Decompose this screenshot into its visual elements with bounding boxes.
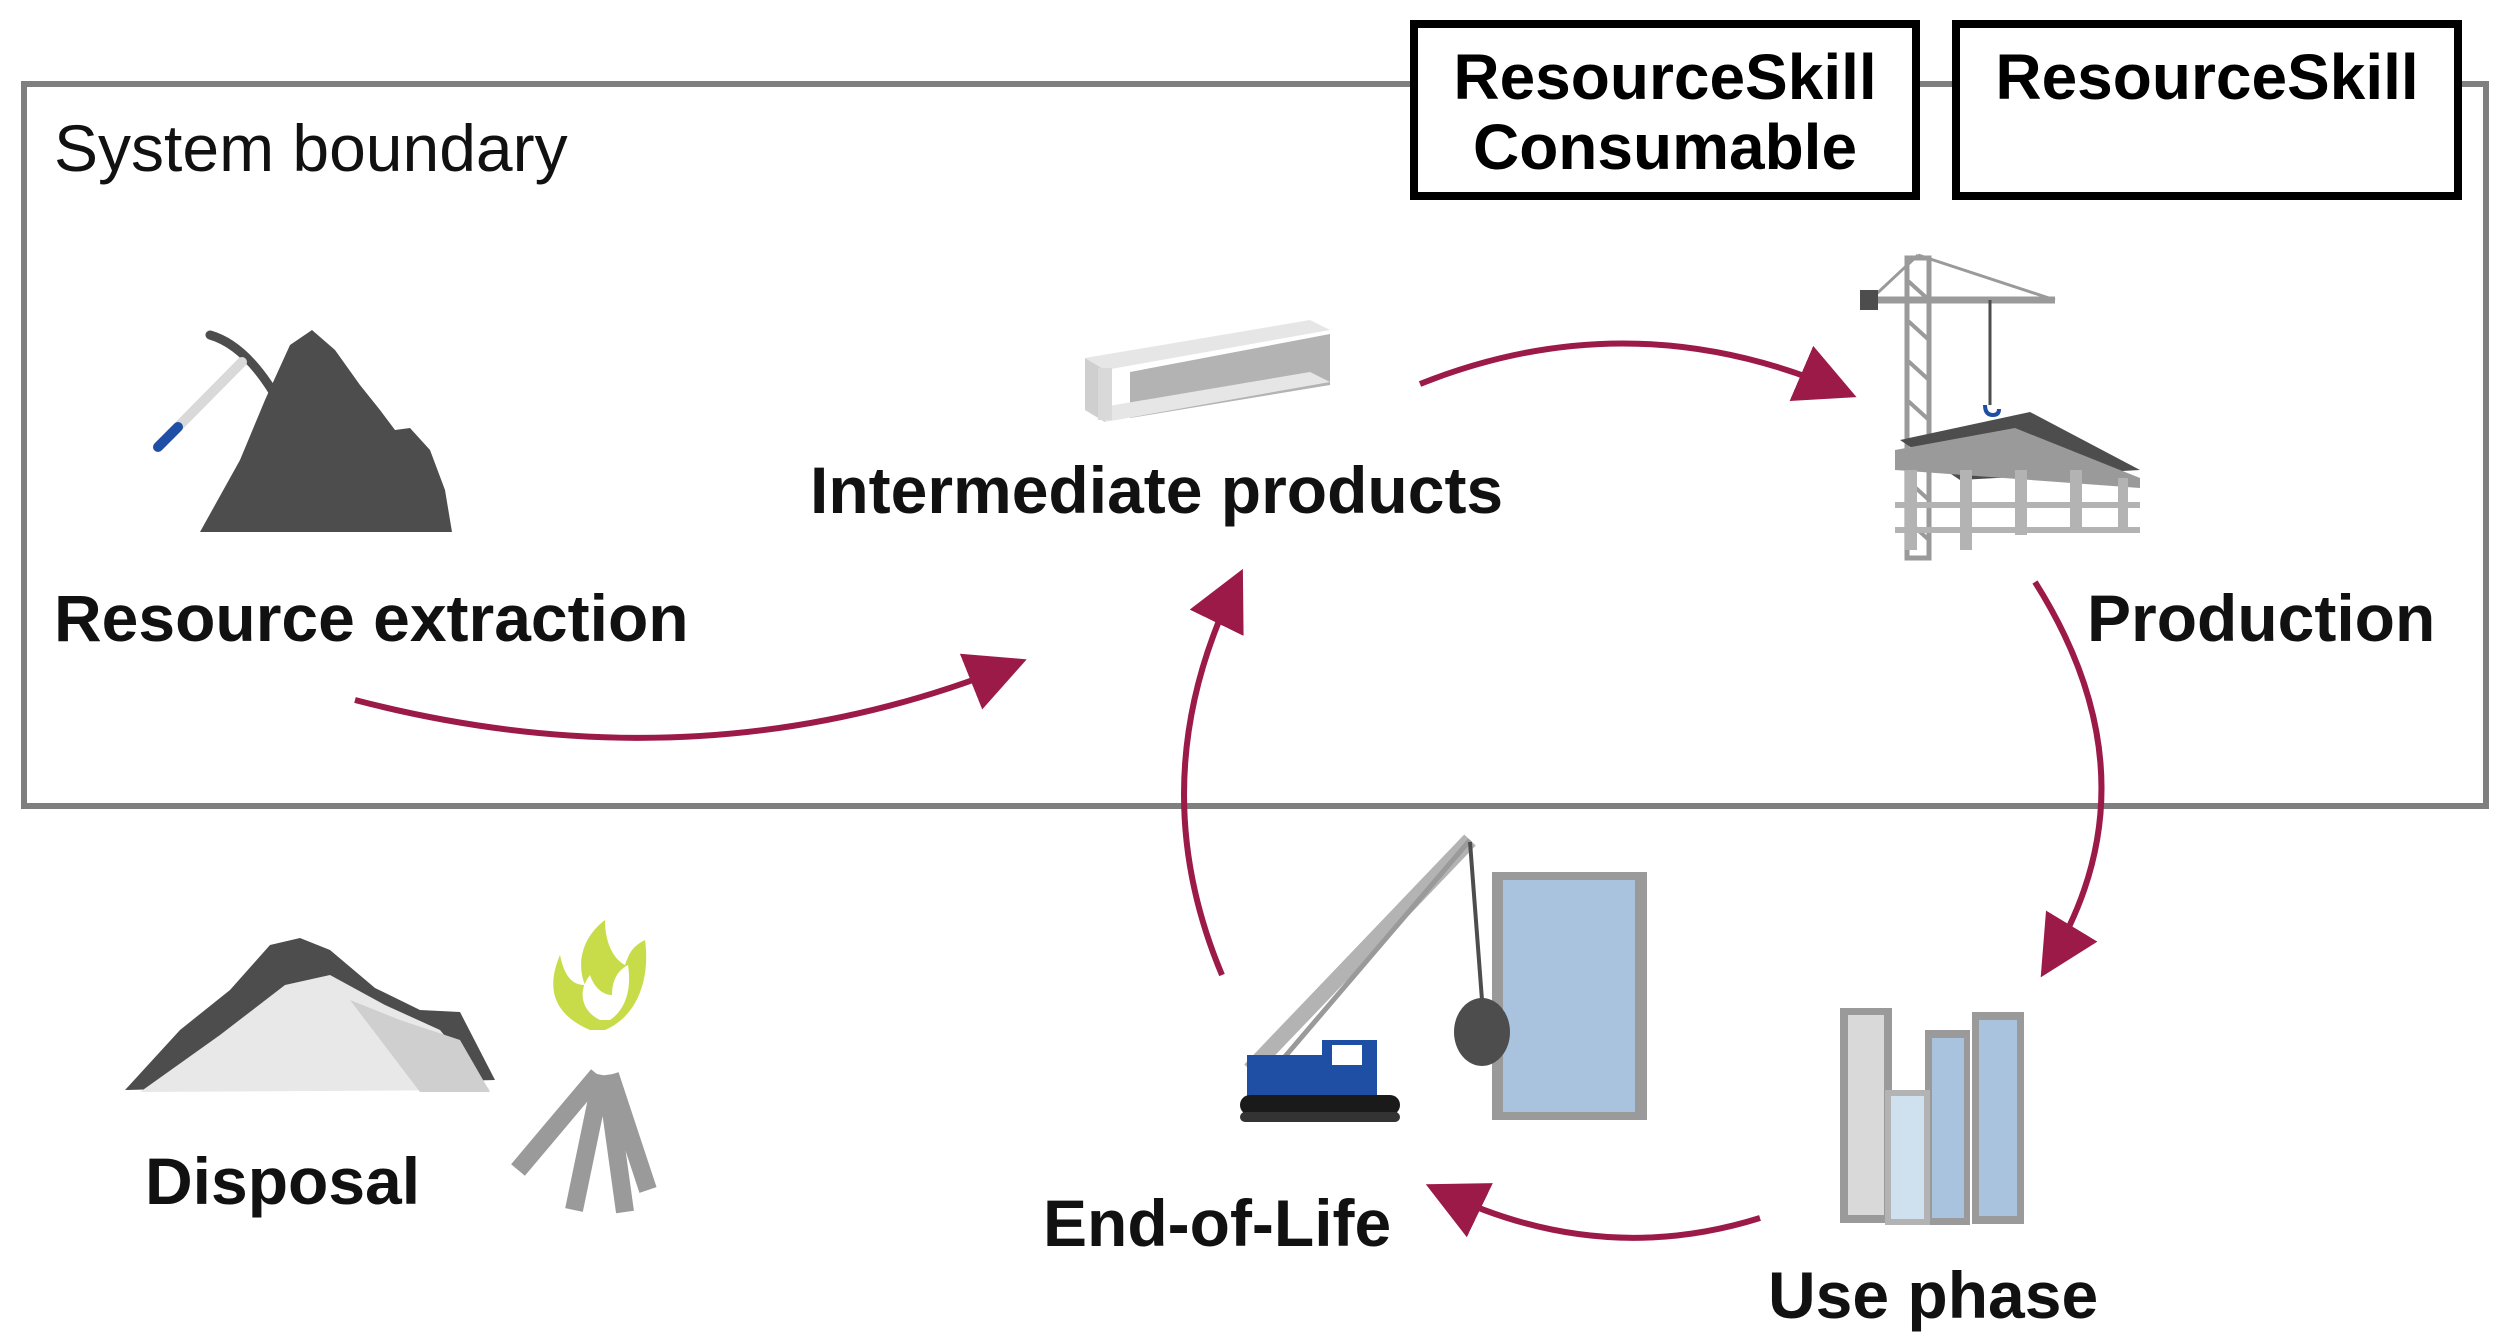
- office-buildings-icon: [1840, 1008, 2024, 1225]
- arrow-production-to-use: [2032, 580, 2105, 978]
- steel-beam-icon: [1085, 320, 1330, 422]
- resource-skill-consumable-tag: ResourceSkill Consumable: [1410, 20, 1920, 200]
- mountain-pickaxe-icon: [153, 330, 452, 532]
- arrow-endoflife-to-intermediate: [1181, 568, 1244, 977]
- arrow-extraction-to-intermediate: [354, 653, 1027, 741]
- campfire-icon: [511, 920, 657, 1214]
- tag-right-line1: ResourceSkill: [1995, 41, 2419, 113]
- tower-crane-icon: [1860, 253, 2140, 561]
- resource-skill-tag: ResourceSkill: [1952, 20, 2462, 200]
- demolition-crane-icon: [1240, 834, 1647, 1122]
- label-end-of-life: End-of-Life: [1043, 1186, 1392, 1260]
- tag-left-line2: Consumable: [1472, 111, 1858, 184]
- arrow-use-to-endoflife: [1425, 1183, 1761, 1241]
- tag-left-line1: ResourceSkill: [1453, 41, 1877, 113]
- label-disposal: Disposal: [145, 1144, 421, 1218]
- waste-heap-icon: [125, 938, 495, 1092]
- arrow-intermediate-to-production: [1418, 340, 1857, 402]
- label-use-phase: Use phase: [1768, 1258, 2099, 1332]
- label-intermediate-products: Intermediate products: [810, 453, 1504, 527]
- label-resource-extraction: Resource extraction: [54, 581, 689, 655]
- system-boundary-label: System boundary: [54, 111, 568, 185]
- label-production: Production: [2087, 581, 2436, 655]
- system-boundary-box: [21, 81, 2489, 809]
